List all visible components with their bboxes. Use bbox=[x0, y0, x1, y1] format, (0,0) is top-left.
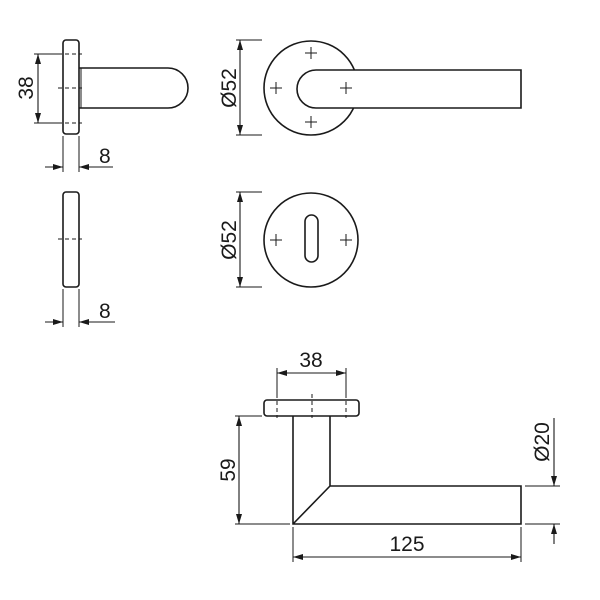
keyhole-slot bbox=[304, 214, 319, 263]
dimension-label-125: 125 bbox=[389, 533, 424, 556]
escutcheon-side-view: 8 bbox=[45, 191, 115, 327]
rose-front-view: Ø52 bbox=[218, 39, 522, 136]
lever-top-view: 38 59 125 Ø20 bbox=[217, 349, 560, 562]
dimension-label-rose-thickness: 8 bbox=[99, 145, 111, 168]
dimension-label-handle-diameter: Ø20 bbox=[531, 422, 554, 462]
dimension-label-59: 59 bbox=[217, 458, 240, 481]
dimension-label-38-top: 38 bbox=[299, 349, 322, 372]
escutcheon-front-view: Ø52 bbox=[218, 191, 359, 288]
screw-cross-icons bbox=[270, 234, 352, 246]
escutcheon-circle bbox=[263, 192, 359, 288]
dimension-label-escutcheon-thickness: 8 bbox=[99, 300, 111, 323]
rose-side-view: 38 8 bbox=[15, 39, 189, 172]
dimension-label-38-side: 38 bbox=[15, 76, 38, 99]
dimension-label-rose-diameter: Ø52 bbox=[218, 68, 241, 108]
lever-top bbox=[292, 416, 522, 525]
lever-side bbox=[79, 67, 189, 109]
dimension-label-escutcheon-diameter: Ø52 bbox=[218, 220, 241, 260]
rose-plate-side bbox=[62, 39, 80, 135]
lever-front bbox=[296, 69, 522, 109]
screw-cross-icons bbox=[270, 47, 352, 128]
